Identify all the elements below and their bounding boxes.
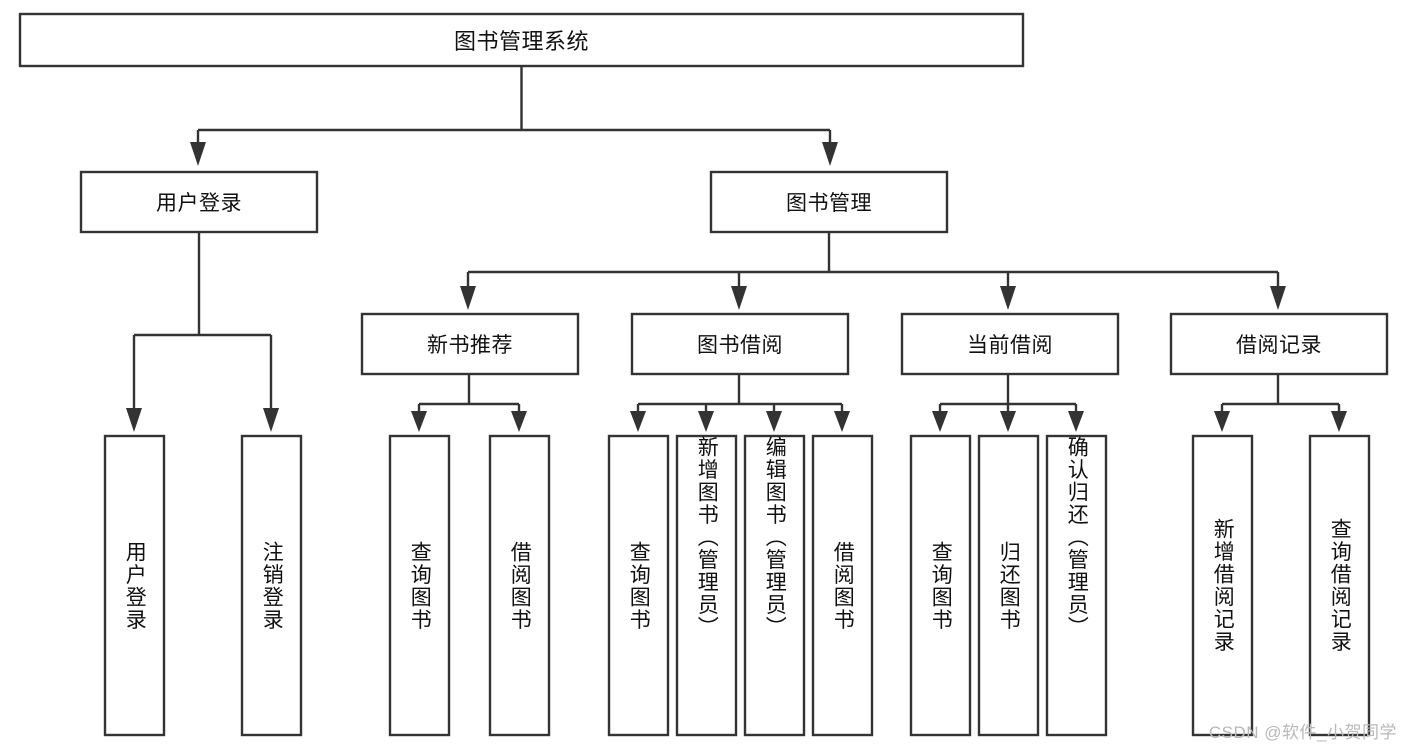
arrowhead-book-borrow-leaf-4 bbox=[834, 411, 850, 432]
arrowhead-user-login-leaf-1 bbox=[126, 408, 142, 432]
leaf-add-record-box[interactable] bbox=[1191, 434, 1254, 737]
arrowhead-user-login-leaf-2 bbox=[263, 408, 279, 432]
leaf-query-book-2-box[interactable] bbox=[607, 434, 670, 737]
arrowhead-borrow-record-leaf-1 bbox=[1214, 411, 1230, 432]
arrowhead-root-to-book-management bbox=[822, 142, 838, 166]
leaf-confirm-return-box[interactable] bbox=[1045, 434, 1108, 737]
leaf-return-book-box[interactable] bbox=[977, 434, 1040, 737]
arrowhead-current-borrow-leaf-1 bbox=[932, 411, 948, 432]
node-user-login-box[interactable] bbox=[79, 170, 319, 234]
leaf-borrow-book-1-box[interactable] bbox=[488, 434, 551, 737]
node-borrow-record-box[interactable] bbox=[1169, 312, 1389, 376]
arrowhead-new-book-leaf-1 bbox=[411, 411, 427, 432]
leaf-query-book-3-box[interactable] bbox=[909, 434, 972, 737]
arrowhead-borrow-record-leaf-2 bbox=[1331, 411, 1347, 432]
arrowhead-root-to-user-login bbox=[190, 142, 206, 166]
leaf-logout-login-box[interactable] bbox=[240, 434, 303, 737]
leaf-query-record-box[interactable] bbox=[1308, 434, 1371, 737]
leaf-user-login-box[interactable] bbox=[103, 434, 166, 737]
arrowhead-bm-to-current-borrow bbox=[1000, 286, 1016, 310]
arrowhead-book-borrow-leaf-1 bbox=[630, 411, 646, 432]
arrowhead-bm-to-book-borrow bbox=[731, 286, 747, 310]
arrowhead-current-borrow-leaf-3 bbox=[1068, 411, 1084, 432]
node-current-borrow-box[interactable] bbox=[900, 312, 1120, 376]
csdn-watermark: CSDN @软件_小贺同学 bbox=[1208, 723, 1397, 742]
arrowhead-new-book-leaf-2 bbox=[511, 411, 527, 432]
leaf-add-book-box[interactable] bbox=[675, 434, 738, 737]
leaf-borrow-book-2-box[interactable] bbox=[811, 434, 874, 737]
arrowhead-bm-to-new-book bbox=[460, 286, 476, 310]
leaf-query-book-1-box[interactable] bbox=[388, 434, 451, 737]
node-root-box[interactable] bbox=[18, 12, 1025, 68]
leaf-edit-book-box[interactable] bbox=[743, 434, 806, 737]
arrowhead-bm-to-borrow-record bbox=[1270, 286, 1286, 310]
node-book-management-box[interactable] bbox=[709, 170, 949, 234]
node-new-book-recommend-box[interactable] bbox=[360, 312, 580, 376]
arrowhead-book-borrow-leaf-2 bbox=[698, 411, 714, 432]
node-book-borrow-box[interactable] bbox=[630, 312, 850, 376]
arrowhead-current-borrow-leaf-2 bbox=[1000, 411, 1016, 432]
arrowhead-book-borrow-leaf-3 bbox=[766, 411, 782, 432]
